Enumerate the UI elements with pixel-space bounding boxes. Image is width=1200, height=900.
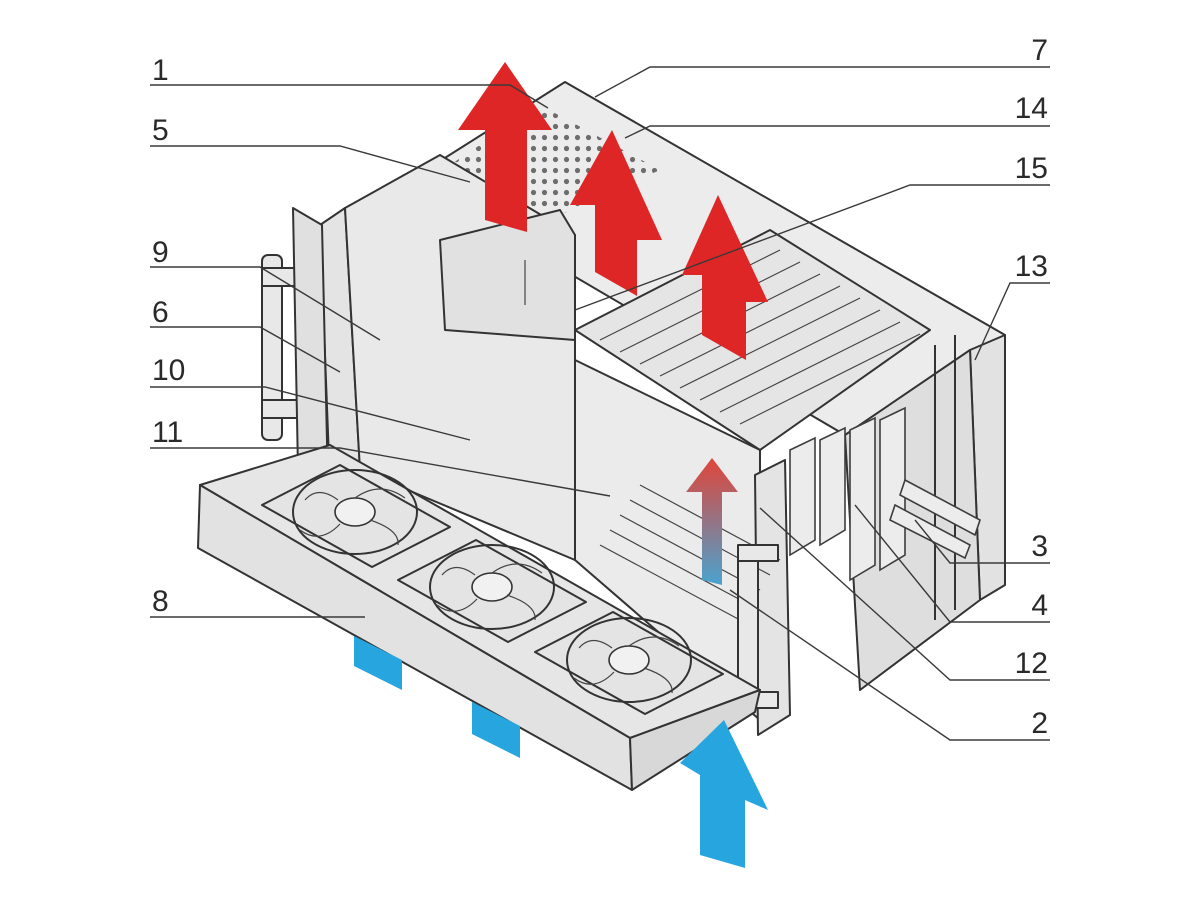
red-up-arrow — [682, 195, 768, 360]
chassis — [319, 81, 1006, 736]
callout-15: 15 — [1015, 152, 1048, 185]
callout-labels: 1 5 9 6 10 11 8 7 14 15 13 3 4 12 2 — [152, 34, 1048, 740]
callout-14: 14 — [1015, 92, 1048, 125]
callout-5: 5 — [152, 114, 169, 147]
callout-6: 6 — [152, 296, 169, 329]
callout-7: 7 — [1031, 34, 1048, 67]
power-supply — [439, 209, 576, 341]
callout-13: 13 — [1015, 250, 1048, 283]
exhaust-arrows — [458, 62, 768, 360]
callout-11: 11 — [152, 416, 183, 449]
callout-10: 10 — [152, 354, 185, 387]
callout-8: 8 — [152, 585, 169, 618]
fan-tray-side — [629, 689, 761, 791]
plug-in-cards — [789, 406, 981, 582]
warm-airflow-arrow — [686, 458, 738, 585]
red-up-arrow — [458, 62, 552, 232]
callout-1: 1 — [152, 54, 169, 87]
card-slots-upper — [599, 249, 921, 425]
callout-4: 4 — [1031, 589, 1048, 622]
axial-fan-icon — [534, 611, 724, 715]
leader-lines — [150, 66, 1050, 741]
callout-12: 12 — [1015, 647, 1048, 680]
callout-2: 2 — [1031, 707, 1048, 740]
callout-9: 9 — [152, 236, 169, 269]
axial-fan-icon — [261, 464, 451, 568]
fan-tray — [197, 444, 761, 791]
blue-up-arrow — [472, 702, 520, 758]
axial-fan-icon — [397, 539, 587, 643]
intake-arrows — [354, 636, 768, 868]
red-up-arrow — [570, 130, 662, 296]
blue-up-arrow — [354, 636, 402, 690]
blue-up-arrow — [680, 720, 768, 868]
left-handle — [261, 207, 329, 486]
callout-3: 3 — [1031, 530, 1048, 563]
